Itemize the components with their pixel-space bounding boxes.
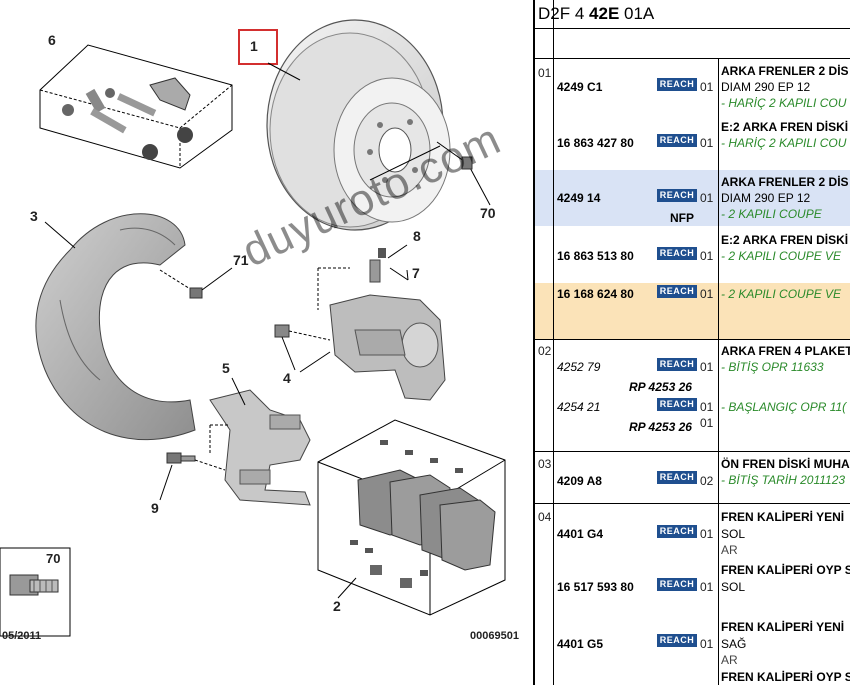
diagram-ref: 00069501 <box>470 630 519 642</box>
callout-3[interactable]: 3 <box>30 208 38 224</box>
replacement-ref: RP 4253 26 <box>629 420 692 434</box>
part-title: ARKA FRENLER 2 DİS <box>721 175 849 189</box>
part-ref[interactable]: 4401 G5 <box>557 637 604 651</box>
group-04: 04 <box>538 510 552 524</box>
reach-badge: REACH <box>657 578 697 591</box>
part-desc: DIAM 290 EP 12 <box>721 191 811 205</box>
qty: 01 <box>700 287 714 301</box>
part-desc: DIAM 290 EP 12 <box>721 80 811 94</box>
part-title: ARKA FRENLER 2 DİS <box>721 64 849 78</box>
callout-2[interactable]: 2 <box>333 598 341 614</box>
part-note: - HARİÇ 2 KAPILI COU <box>721 136 847 150</box>
reach-badge: REACH <box>657 78 697 91</box>
part-note: - 2 KAPILI COUPE <box>721 207 822 221</box>
part-ref[interactable]: 16 517 593 80 <box>557 580 634 594</box>
inset-label: 70 <box>46 551 61 566</box>
part-title: ÖN FREN DİSKİ MUHA <box>721 457 850 471</box>
reach-badge: REACH <box>657 247 697 260</box>
diagram-date: 05/2011 <box>2 630 42 642</box>
qty: 01 <box>700 80 714 94</box>
brake-caliper <box>329 294 446 401</box>
qty: 01 <box>700 360 714 374</box>
callout-71[interactable]: 71 <box>233 252 249 268</box>
part-title: FREN KALİPERİ YENİ <box>721 620 845 634</box>
part-note: - BİTİŞ OPR 11633 <box>721 360 824 374</box>
pad-kit-box <box>317 419 506 616</box>
part-title: E:2 ARKA FREN DİSKİ <box>721 120 849 134</box>
part-note: - 2 KAPILI COUPE VE <box>721 287 842 301</box>
group-01: 01 <box>538 66 552 80</box>
reach-badge: REACH <box>657 471 697 484</box>
part-note: - 2 KAPILI COUPE VE <box>721 249 842 263</box>
reach-badge: REACH <box>657 358 697 371</box>
part-title: FREN KALİPERİ OYP S <box>721 670 850 684</box>
qty: 01 <box>700 136 714 150</box>
part-ref[interactable]: 4401 G4 <box>557 527 604 541</box>
qty: 01 <box>700 580 714 594</box>
part-side: SOL <box>721 580 746 594</box>
diagram-drawing <box>0 19 506 637</box>
part-title: FREN KALİPERİ YENİ <box>721 510 845 524</box>
qty: 01 <box>700 191 714 205</box>
callout-7[interactable]: 7 <box>412 265 420 281</box>
reach-badge: REACH <box>657 285 697 298</box>
part-ref[interactable]: 16 863 427 80 <box>557 136 634 150</box>
dust-shield <box>35 213 196 441</box>
part-ref[interactable]: 4249 14 <box>557 191 601 205</box>
group-02: 02 <box>538 344 552 358</box>
callout-6[interactable]: 6 <box>48 32 56 48</box>
part-ref[interactable]: 16 168 624 80 <box>557 287 634 301</box>
part-title: ARKA FREN 4 PLAKET <box>721 344 850 358</box>
nfp-flag: NFP <box>670 211 694 225</box>
qty: 01 <box>700 249 714 263</box>
selected-callout-box <box>238 29 278 65</box>
group-03: 03 <box>538 457 552 471</box>
part-title: FREN KALİPERİ OYP S <box>721 563 850 577</box>
callout-70[interactable]: 70 <box>480 205 496 221</box>
part-ref[interactable]: 16 863 513 80 <box>557 249 634 263</box>
reach-badge: REACH <box>657 525 697 538</box>
callout-4[interactable]: 4 <box>283 370 291 386</box>
callout-1[interactable]: 1 <box>250 38 258 54</box>
part-side: SOL <box>721 527 746 541</box>
part-ref[interactable]: 4252 79 <box>557 360 601 374</box>
qty: 01 <box>700 400 714 414</box>
part-ref[interactable]: 4254 21 <box>557 400 601 414</box>
part-title: E:2 ARKA FREN DİSKİ <box>721 233 849 247</box>
qty: 02 <box>700 474 714 488</box>
bolt-70-inset <box>0 547 71 637</box>
reach-badge: REACH <box>657 398 697 411</box>
brake-disc <box>266 19 491 231</box>
part-note: - BİTİŞ TARİH 2011123 <box>721 473 846 487</box>
reach-badge: REACH <box>657 634 697 647</box>
part-note: - HARİÇ 2 KAPILI COU <box>721 96 847 110</box>
kit-6-box <box>39 44 233 169</box>
qty: 01 <box>700 527 714 541</box>
panel-divider <box>533 0 535 685</box>
callout-5[interactable]: 5 <box>222 360 230 376</box>
part-ref[interactable]: 4209 A8 <box>557 474 602 488</box>
diagram-code: D2F 4 42E 01A <box>538 4 655 23</box>
part-side: SAĞ <box>721 637 747 651</box>
replacement-ref: RP 4253 26 <box>629 380 692 394</box>
qty: 01 <box>700 637 714 651</box>
exploded-parts-diagram: 1 2 3 4 5 6 7 8 9 70 71 70 05/2011 00069… <box>0 19 519 642</box>
part-position: AR <box>721 653 738 667</box>
part-ref[interactable]: 4249 C1 <box>557 80 603 94</box>
caliper-bracket <box>209 389 311 506</box>
part-note: - BAŞLANGIÇ OPR 11( <box>721 400 847 414</box>
parts-list-panel: D2F 4 42E 01A 01 4249 C1 REACH 01 ARKA F… <box>535 0 850 685</box>
reach-badge: REACH <box>657 189 697 202</box>
part-position: AR <box>721 543 738 557</box>
reach-badge: REACH <box>657 134 697 147</box>
callout-9[interactable]: 9 <box>151 500 159 516</box>
callout-8[interactable]: 8 <box>413 228 421 244</box>
qty: 01 <box>700 416 714 430</box>
